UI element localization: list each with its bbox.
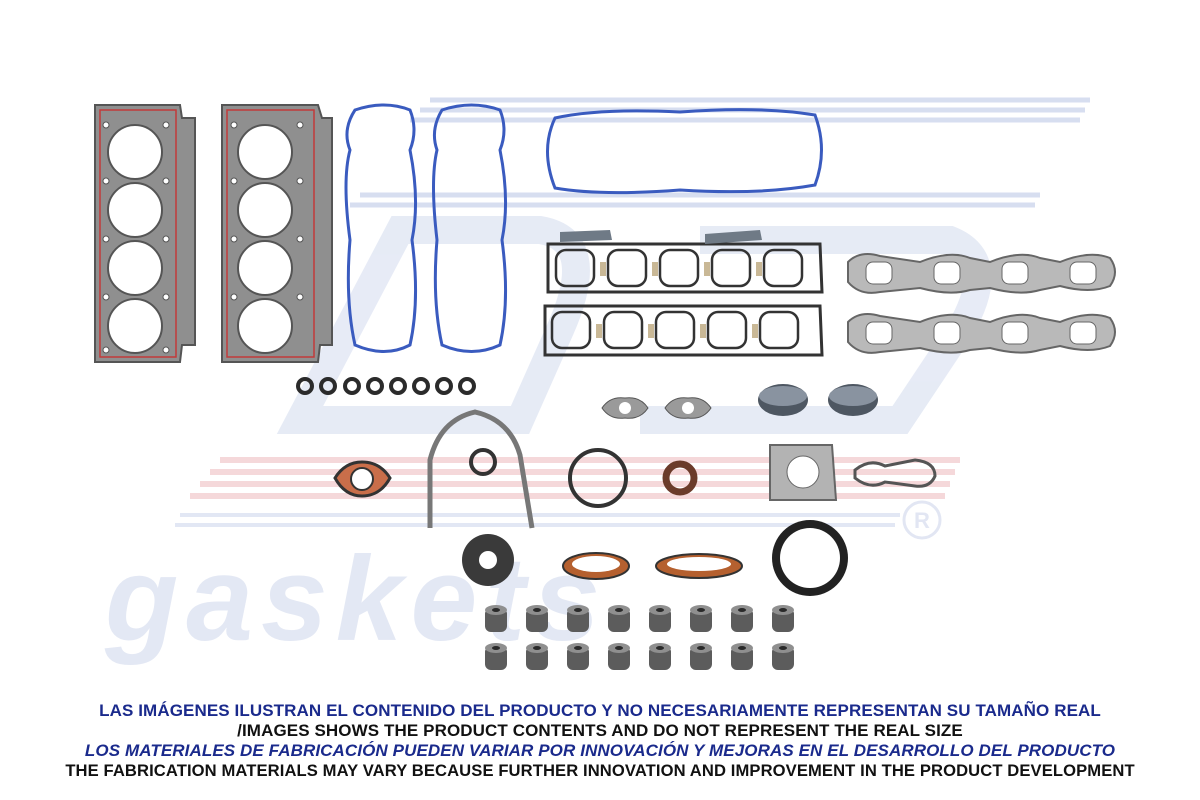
front-crank-seal [462,534,514,586]
valve-stem-seal [608,643,630,670]
timing-cover-seal [469,448,497,476]
valve-stem-seal [731,643,753,670]
flange-gasket-1 [601,397,649,419]
valve-stem-seal [690,643,712,670]
valve-cover-gasket-2 [432,103,508,353]
disclaimer-line-en-2: THE FABRICATION MATERIALS MAY VARY BECAU… [65,761,1135,780]
intake-gasket-lower [543,304,824,357]
registered-mark-icon: R [902,500,942,540]
timing-cover-gasket [427,409,535,529]
rear-main-seal [772,520,848,596]
expansion-plug-2 [828,384,878,416]
valve-stem-seal [526,643,548,670]
exhaust-gasket-upper [847,253,1116,294]
throttle-body-gasket [769,444,838,501]
valve-stem-seal [567,643,589,670]
valve-stem-seal [567,605,589,632]
valve-stem-seal [772,643,794,670]
head-gasket-right [221,104,333,363]
watermark-logo: gaskets R [104,97,1090,666]
valve-stem-seal [485,643,507,670]
valve-cover-gasket-1 [344,103,418,353]
oil-seal-copper-1 [562,552,630,580]
expansion-plug-1 [758,384,808,416]
flange-gasket-2 [664,397,712,419]
valve-stem-seal [649,643,671,670]
valve-stem-seal [608,605,630,632]
valve-stem-seal [649,605,671,632]
egr-gasket [853,458,937,488]
watermark-gaskets-text: gaskets [104,532,608,666]
valve-stem-seal [731,605,753,632]
disclaimer-line-es-1: LAS IMÁGENES ILUSTRAN EL CONTENIDO DEL P… [99,701,1101,720]
head-gasket-left [94,104,196,363]
valve-stem-seal [690,605,712,632]
intake-gasket-upper [546,230,824,294]
disclaimer-line-en-1: /IMAGES SHOWS THE PRODUCT CONTENTS AND D… [237,721,963,740]
oil-seal-copper-2 [655,553,743,579]
small-oil-seal [662,460,698,496]
exhaust-gasket-lower [847,313,1116,354]
valve-cover-gasket-3 [546,108,823,195]
water-outlet-gasket [333,460,392,498]
o-rings-row [296,377,476,395]
valve-stem-seal [526,605,548,632]
valve-stem-seal [772,605,794,632]
valve-stem-seal [485,605,507,632]
svg-text:R: R [914,508,930,533]
disclaimer-line-es-2: LOS MATERIALES DE FABRICACIÓN PUEDEN VAR… [84,741,1116,760]
rear-main-seal-ring [568,448,628,508]
valve-stem-seals [485,605,794,670]
